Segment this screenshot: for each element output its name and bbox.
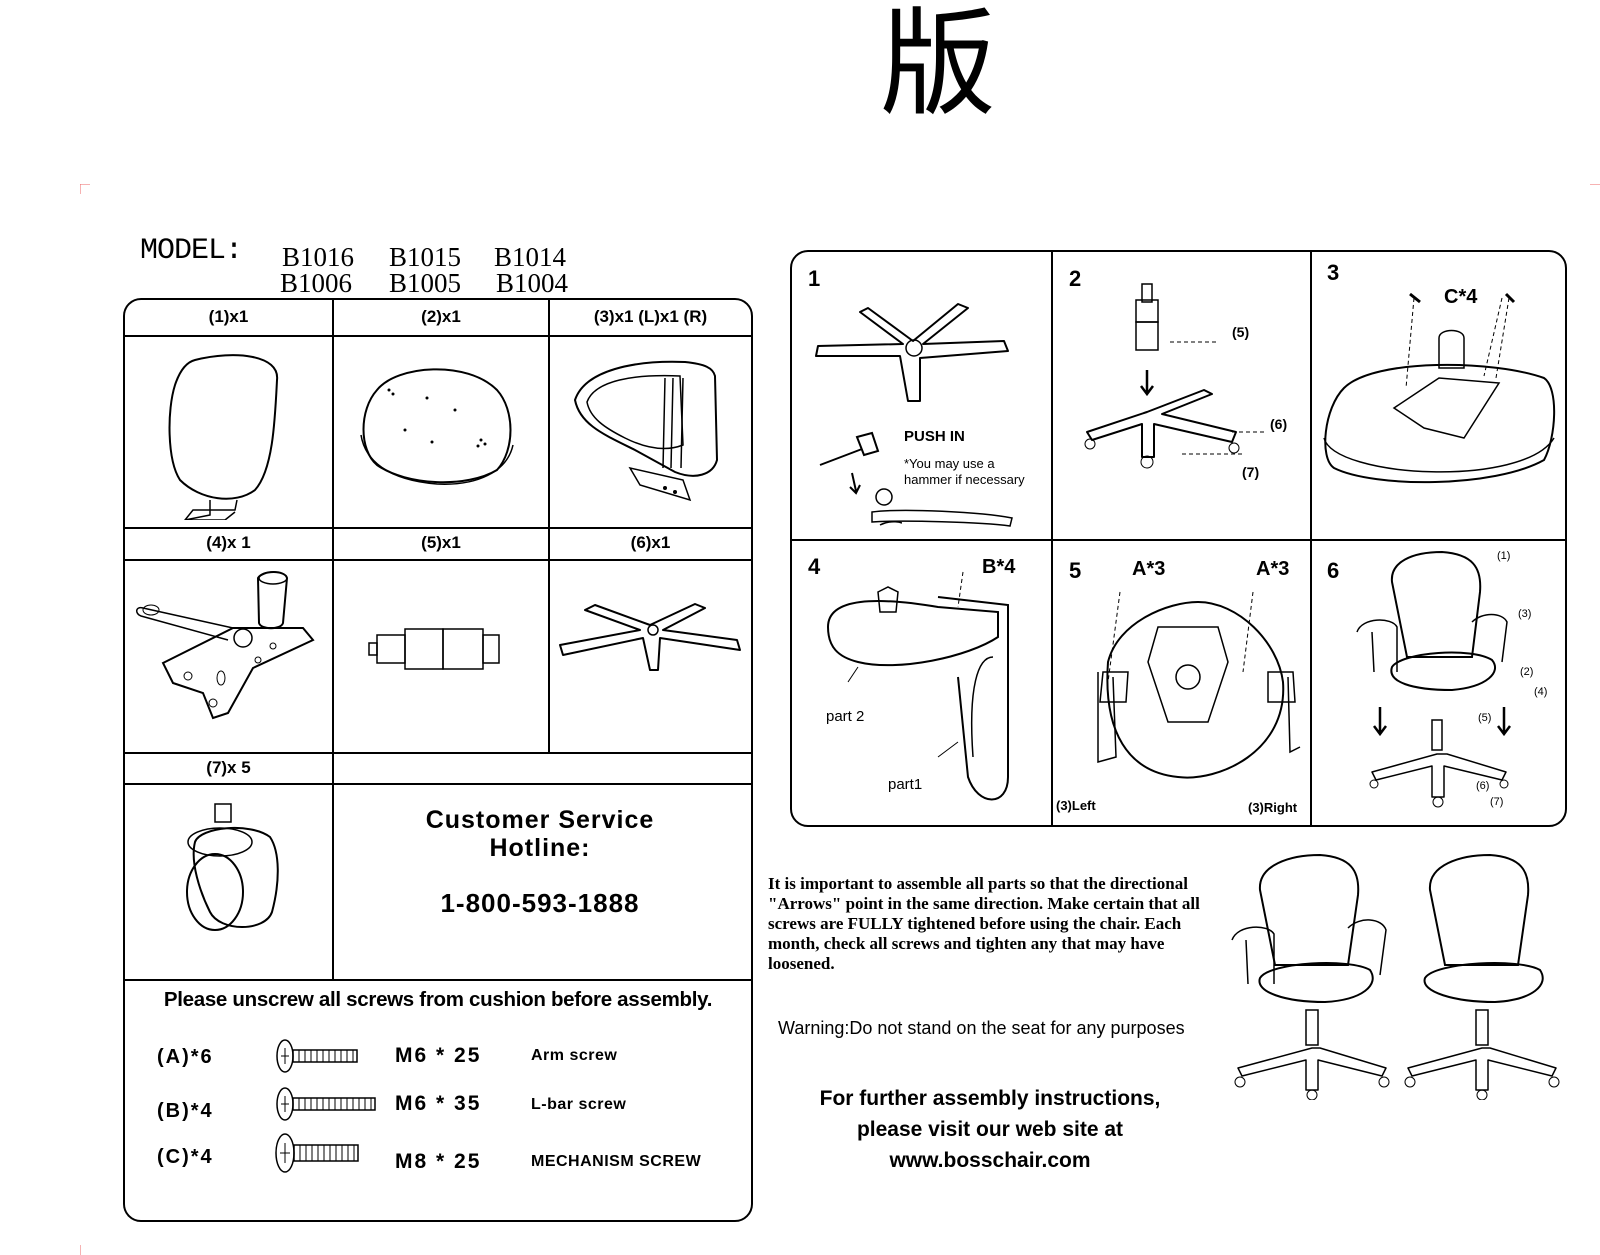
divider [1310, 252, 1312, 825]
further-instructions: For further assembly instructions, pleas… [770, 1083, 1210, 1176]
headrest-backrest-icon [168, 354, 279, 520]
step6-diagram [1356, 550, 1511, 808]
part-label: part1 [888, 776, 923, 793]
screw-count-label: C*4 [1444, 286, 1478, 308]
hotline-title: Customer Service [425, 806, 655, 834]
customer-service-hotline: Customer Service Hotline: 1-800-593-1888 [331, 806, 749, 919]
hotline-phone: 1-800-593-1888 [440, 888, 640, 918]
divider [125, 783, 751, 785]
hammer-icon [819, 431, 902, 526]
screw-count-label: A*3 [1132, 558, 1166, 580]
screw-size: M8 * 25 [395, 1150, 482, 1173]
step-number: 2 [1069, 266, 1082, 291]
model-number: B1004 [496, 268, 569, 298]
seat-cushion-icon [360, 368, 514, 485]
step-number: 5 [1069, 558, 1082, 583]
crop-mark [1590, 184, 1600, 185]
model-number: B1015 [389, 242, 462, 272]
screw-size: M6 * 25 [395, 1044, 482, 1067]
unscrew-note: Please unscrew all screws from cushion b… [163, 988, 713, 1011]
star-base-icon [559, 603, 741, 671]
left-arm-label: (3)Left [1056, 798, 1096, 813]
hammer-note: *You may use a [904, 456, 995, 471]
part-ref-label: (3) [1518, 608, 1532, 620]
screw-id: (A)*6 [157, 1046, 214, 1068]
hammer-note: hammer if necessary [904, 472, 1025, 487]
part-ref-label: (2) [1520, 666, 1534, 678]
divider [792, 539, 1565, 541]
step-number: 1 [808, 266, 821, 291]
header-glyph: 版 [880, 0, 996, 132]
model-number: B1006 [280, 268, 353, 298]
step-number: 3 [1327, 260, 1340, 285]
divider [1051, 252, 1053, 825]
part-label: (7)x 5 [206, 758, 251, 777]
divider [548, 300, 550, 752]
divider [125, 752, 751, 754]
part-ref-label: (5) [1232, 324, 1250, 340]
screw-count-label: A*3 [1256, 558, 1290, 580]
screw-icon [275, 1133, 359, 1173]
part-ref-label: (6) [1476, 780, 1490, 792]
push-in-label: PUSH IN [904, 428, 965, 445]
part-label: part 2 [826, 708, 865, 725]
part-ref-label: (4) [1534, 686, 1548, 698]
screw-icon [276, 1039, 358, 1073]
hotline-title: Hotline: [489, 834, 591, 862]
step-number: 4 [808, 554, 821, 579]
part-ref-label: (7) [1490, 796, 1504, 808]
right-arm-label: (3)Right [1248, 800, 1298, 815]
further-line: For further assembly instructions, [819, 1087, 1161, 1110]
screw-id: (B)*4 [157, 1100, 214, 1122]
screw-name: MECHANISM SCREW [531, 1153, 702, 1170]
part-label: (1)x1 [208, 307, 249, 326]
base-leg-icon [871, 509, 1013, 527]
armless-chair-icon [1404, 853, 1560, 1100]
gas-cylinder-icon [368, 628, 500, 670]
armrest-icon [573, 360, 719, 502]
part-ref-label: (5) [1478, 712, 1492, 724]
caster-icon [186, 803, 279, 931]
model-label: MODEL: [140, 234, 243, 268]
part-label: (6)x1 [630, 533, 671, 552]
step5-diagram [1097, 591, 1301, 779]
divider [125, 979, 751, 981]
part-ref-label: (7) [1242, 464, 1260, 480]
step3-diagram [1323, 292, 1556, 484]
part-ref-label: (1) [1497, 550, 1511, 562]
model-number: B1014 [494, 242, 567, 272]
screw-size: M6 * 35 [395, 1092, 482, 1115]
star-base-icon [815, 303, 1009, 402]
crop-mark [80, 1245, 81, 1255]
parts-table: (1)x1 (2)x1 (3)x1 (L)x1 (R) (4)x 1 (5)x1… [123, 298, 753, 1222]
divider [332, 300, 334, 979]
assembly-important-note: It is important to assemble all parts so… [768, 874, 1200, 973]
divider [125, 559, 751, 561]
crop-mark [80, 184, 90, 194]
part-label: (5)x1 [421, 533, 461, 552]
step2-diagram [1084, 283, 1267, 469]
divider [125, 335, 751, 337]
part-ref-label: (6) [1270, 416, 1288, 432]
screw-count-label: B*4 [982, 556, 1016, 578]
part-label: (2)x1 [421, 307, 461, 326]
model-number: B1016 [282, 242, 355, 272]
screw-id: (C)*4 [157, 1146, 214, 1168]
model-number: B1005 [389, 268, 462, 298]
part-label: (4)x 1 [206, 533, 251, 552]
screw-name: L-bar screw [531, 1096, 627, 1113]
divider [125, 527, 751, 529]
assembly-steps: 1 2 3 4 5 6 PUSH IN *You may use a hamme… [790, 250, 1567, 827]
step-number: 6 [1327, 558, 1340, 583]
step4-diagram [826, 571, 1009, 801]
part-label: (3)x1 (L)x1 (R) [593, 307, 708, 326]
warning-note: Warning:Do not stand on the seat for any… [778, 1018, 1185, 1038]
screw-icon [276, 1087, 376, 1121]
chair-with-arms-icon [1231, 853, 1390, 1100]
further-line: please visit our web site at [856, 1118, 1124, 1141]
mechanism-icon [136, 571, 315, 720]
website-url: www.bosschair.com [889, 1149, 1091, 1172]
screw-name: Arm screw [531, 1047, 618, 1064]
